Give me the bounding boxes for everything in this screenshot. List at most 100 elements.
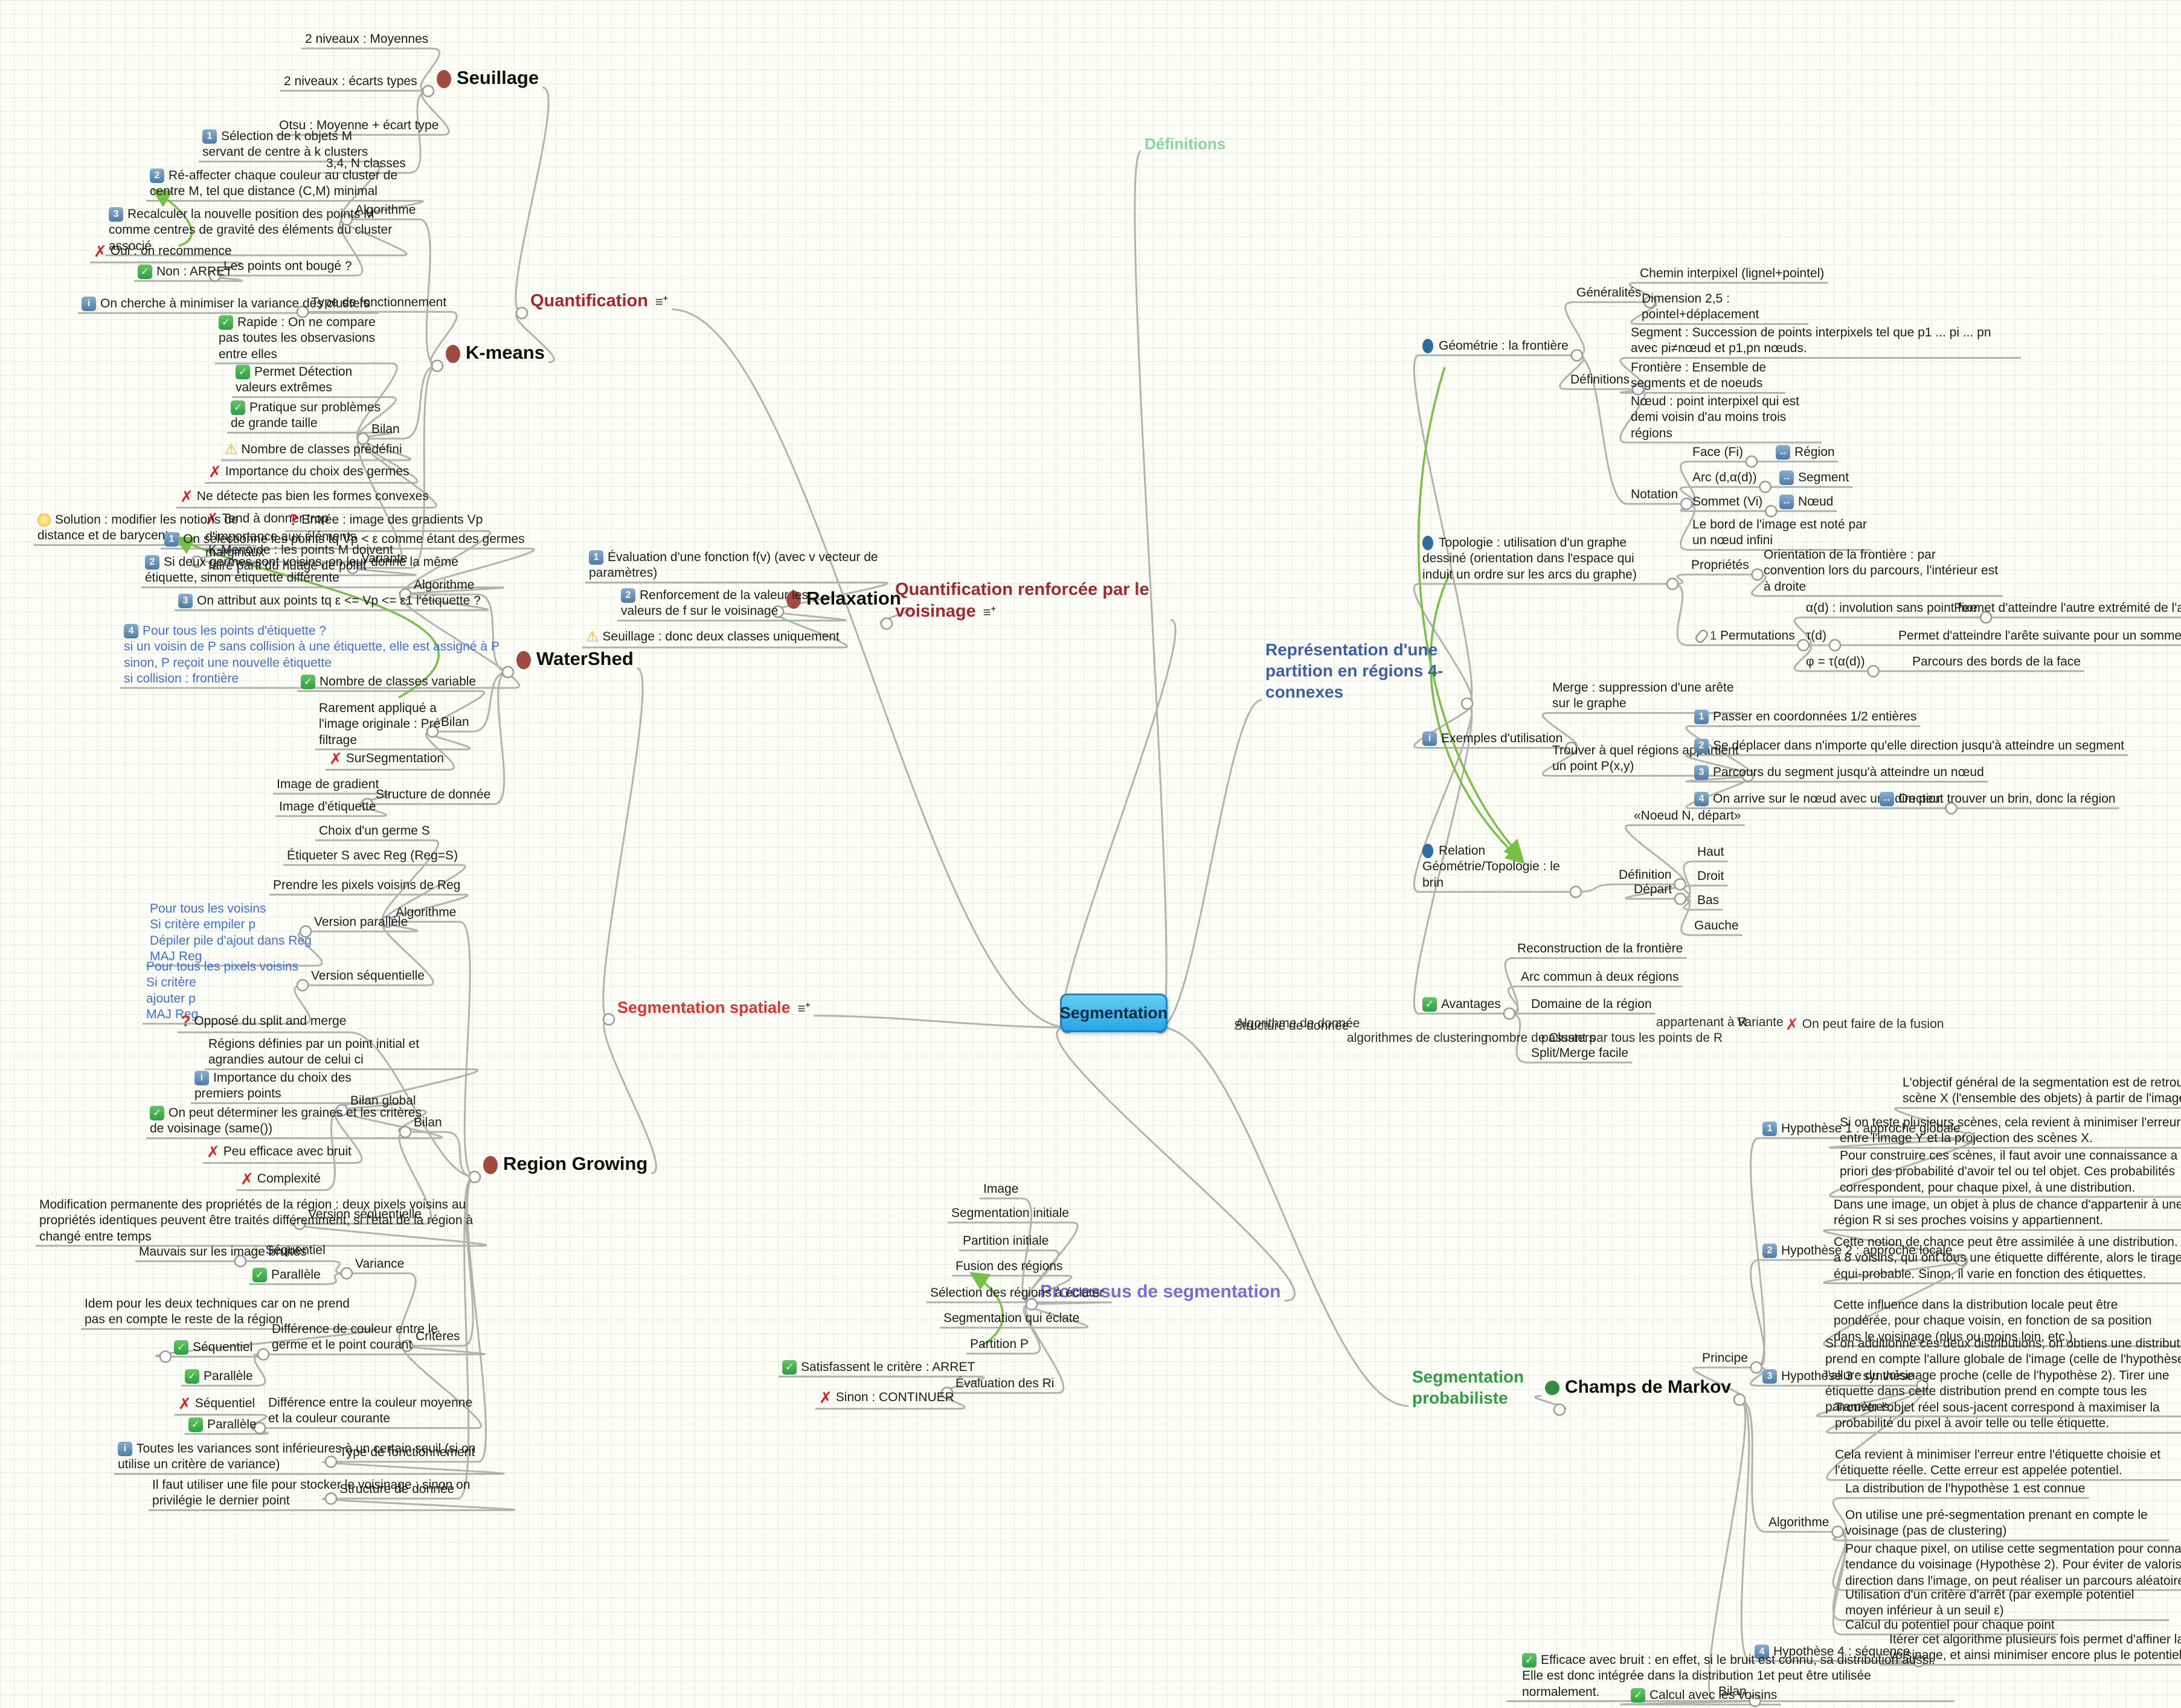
map-node-gn2a[interactable]: ↔Segment (1779, 470, 1849, 486)
map-node-wb2[interactable]: Rarement appliqué a l'image originale : … (319, 701, 461, 748)
map-node-rgtf[interactable]: Type de fonctionnement (339, 1445, 475, 1460)
map-node-mka[interactable]: Algorithme (1768, 1515, 1829, 1530)
map-node-pr8[interactable]: Évaluation des Ri (956, 1376, 1054, 1392)
map-node-kv1[interactable]: K-Menoïde : les points M doivent faire p… (208, 542, 408, 574)
map-node-bg5[interactable]: ✗Complexité (240, 1169, 321, 1189)
map-node-rx[interactable]: Relaxation (786, 587, 901, 611)
map-node-o5[interactable]: passant par tous les points de R (1541, 1030, 1723, 1046)
expand-icon[interactable]: ≡+ (655, 293, 668, 309)
map-node-gg[interactable]: Généralités (1576, 285, 1641, 301)
map-node-rgvs[interactable]: Version séquentielle (311, 968, 425, 984)
map-node-defs[interactable]: Définitions (1145, 134, 1225, 154)
map-node-h3b[interactable]: Trouver l'objet réel sous-jacent corresp… (1835, 1400, 2179, 1432)
map-node-rel[interactable]: Relation Géométrie/Topologie : le brin (1422, 843, 1567, 891)
map-node-rx3[interactable]: ⚠Seuillage : donc deux classes uniquemen… (586, 628, 840, 646)
map-node-rdd[interactable]: Départ (1634, 882, 1672, 897)
map-node-a1[interactable]: La distribution de l'hypothèse 1 est con… (1845, 1481, 2085, 1497)
map-node-h4a[interactable]: Itérer cet algorithme plusieurs fois per… (1889, 1632, 2181, 1664)
map-node-pr3[interactable]: Partition initiale (963, 1233, 1049, 1249)
map-node-gn1[interactable]: Face (Fi) (1692, 445, 1743, 460)
map-node-rdh[interactable]: Haut (1697, 844, 1724, 860)
map-node-kb1[interactable]: ✓Rapide : On ne compare pas toutes les o… (219, 315, 388, 362)
map-node-c12[interactable]: ✓Parallèle (185, 1369, 253, 1384)
map-node-gg1[interactable]: Chemin interpixel (lignel+pointel) (1640, 266, 1824, 281)
map-node-kb6[interactable]: ✗Ne détecte pas bien les formes convexes (180, 487, 429, 507)
map-node-ws[interactable]: WaterShed (516, 647, 634, 671)
map-node-av2[interactable]: Arc commun à deux régions (1521, 969, 1678, 985)
map-node-rgcv[interactable]: Variance (355, 1256, 404, 1272)
map-node-c22[interactable]: ✓Parallèle (188, 1417, 257, 1433)
map-node-a5[interactable]: Calcul du potentiel pour chaque point (1845, 1617, 2055, 1633)
map-node-kb7[interactable]: ✗Tend à donner trop d'importance aux élé… (205, 509, 393, 560)
map-node-bg1[interactable]: Régions définies par un point initial et… (208, 1036, 468, 1068)
map-node-h1a[interactable]: L'objectif général de la segmentation es… (1903, 1075, 2181, 1107)
map-node-gn3[interactable]: Sommet (Vi) (1692, 494, 1762, 510)
map-node-stop[interactable]: Seuillage (437, 66, 539, 90)
map-node-h3a[interactable]: Si on additionne ces deux distributions,… (1825, 1336, 2181, 1415)
map-node-wd2[interactable]: Image d'étiquette (279, 799, 376, 815)
map-node-gn2[interactable]: Arc (d,α(d)) (1692, 470, 1757, 486)
central-topic[interactable]: Segmentation (1060, 994, 1168, 1032)
map-node-ex1[interactable]: Merge : suppression d'une arête sur le g… (1552, 680, 1739, 712)
map-node-av[interactable]: ✓Avantages (1422, 997, 1501, 1012)
map-node-tm3a[interactable]: Parcours des bords de la face (1912, 654, 2081, 670)
map-node-rdg[interactable]: Gauche (1694, 918, 1739, 934)
map-node-rg3[interactable]: Prendre les pixels voisins de Reg (273, 878, 461, 893)
map-node-gd2[interactable]: Frontière : Ensemble de segments et de n… (1631, 360, 1782, 392)
map-node-b2[interactable]: ✓Calcul avec les voisins (1631, 1687, 1777, 1703)
map-node-av1[interactable]: Reconstruction de la frontière (1517, 941, 1683, 957)
map-node-rgsd[interactable]: Structure de donnée (339, 1482, 454, 1497)
map-node-wb1[interactable]: ✓Nombre de classes variable (301, 674, 476, 690)
map-node-pr6[interactable]: Segmentation qui éclate (943, 1311, 1079, 1326)
map-node-kq2[interactable]: ✓Non : ARRET (138, 264, 233, 280)
map-node-cv2[interactable]: ✓Parallèle (252, 1267, 321, 1283)
map-node-gn1a[interactable]: ↔Région (1776, 445, 1835, 460)
map-node-pr5[interactable]: Sélection des régions à éclater (930, 1285, 1103, 1301)
map-node-s4[interactable]: 3,4, N classes (326, 156, 406, 172)
map-node-gn4[interactable]: Le bord de l'image est noté par un nœud … (1692, 517, 1868, 549)
map-node-rga[interactable]: Algorithme (396, 905, 456, 920)
map-node-rd[interactable]: Définition (1619, 867, 1672, 883)
map-node-tm3[interactable]: φ = τ(α(d)) (1806, 654, 1865, 670)
map-node-gd1[interactable]: Segment : Succession de points interpixe… (1631, 325, 2017, 357)
map-node-segp[interactable]: Segmentation probabiliste (1412, 1366, 1551, 1408)
map-node-rgc[interactable]: Critères (416, 1329, 460, 1344)
map-node-tm[interactable]: 1 Permutations (1691, 628, 1795, 645)
map-node-a4[interactable]: Utilisation d'un critère d'arrêt (par ex… (1845, 1587, 2165, 1619)
map-node-wd1[interactable]: Image de gradient (277, 777, 379, 792)
map-node-pr2[interactable]: Segmentation initiale (951, 1206, 1069, 1221)
map-node-rgvs2[interactable]: Version séquentielle (308, 1207, 422, 1222)
map-node-h3c[interactable]: Cela revient à minimiser l'erreur entre … (1835, 1447, 2179, 1479)
map-node-rg1[interactable]: Choix d'un germe S (319, 823, 430, 839)
map-node-gd3[interactable]: Nœud : point interpixel qui est demi voi… (1631, 394, 1818, 441)
map-node-tp[interactable]: Propriétés (1691, 557, 1749, 573)
map-node-c11a[interactable]: Idem pour les deux techniques car on ne … (85, 1296, 362, 1328)
map-node-c11[interactable]: ✓Séquentiel (174, 1340, 252, 1355)
map-node-o2[interactable]: Structure de donnée (1234, 1018, 1349, 1034)
map-node-kb2[interactable]: ✓Permet Détection valeurs extrêmes (236, 364, 387, 396)
map-node-bg4[interactable]: ✗Peu efficace avec bruit (207, 1142, 352, 1162)
map-node-h2c[interactable]: Cette influence dans la distribution loc… (1834, 1297, 2178, 1345)
map-node-ssp[interactable]: Segmentation spatiale≡+ (617, 998, 811, 1018)
map-node-h1b[interactable]: Si on teste plusieurs scènes, cela revie… (1840, 1115, 2181, 1147)
map-node-rd1[interactable]: «Noeud N, départ» (1634, 808, 1741, 824)
map-node-rdr[interactable]: Droit (1697, 868, 1724, 884)
map-node-wsa[interactable]: Algorithme (414, 577, 474, 593)
map-node-kmb[interactable]: Bilan (371, 422, 400, 437)
map-node-rgb[interactable]: Bilan (414, 1115, 442, 1131)
map-node-rgvp1[interactable]: Pour tous les voisins Si critère empiler… (150, 901, 312, 965)
map-node-b1[interactable]: ✓Efficace avec bruit : en effet, si le b… (1522, 1652, 1951, 1700)
map-node-sd1[interactable]: Il faut utiliser une file pour stocker l… (152, 1477, 503, 1509)
map-node-qrv[interactable]: Quantification renforcée par le voisinag… (895, 579, 1167, 623)
map-node-ws0[interactable]: ?Entrée : image des gradients Vp (289, 511, 483, 530)
map-node-mkp[interactable]: Principe (1702, 1350, 1748, 1366)
